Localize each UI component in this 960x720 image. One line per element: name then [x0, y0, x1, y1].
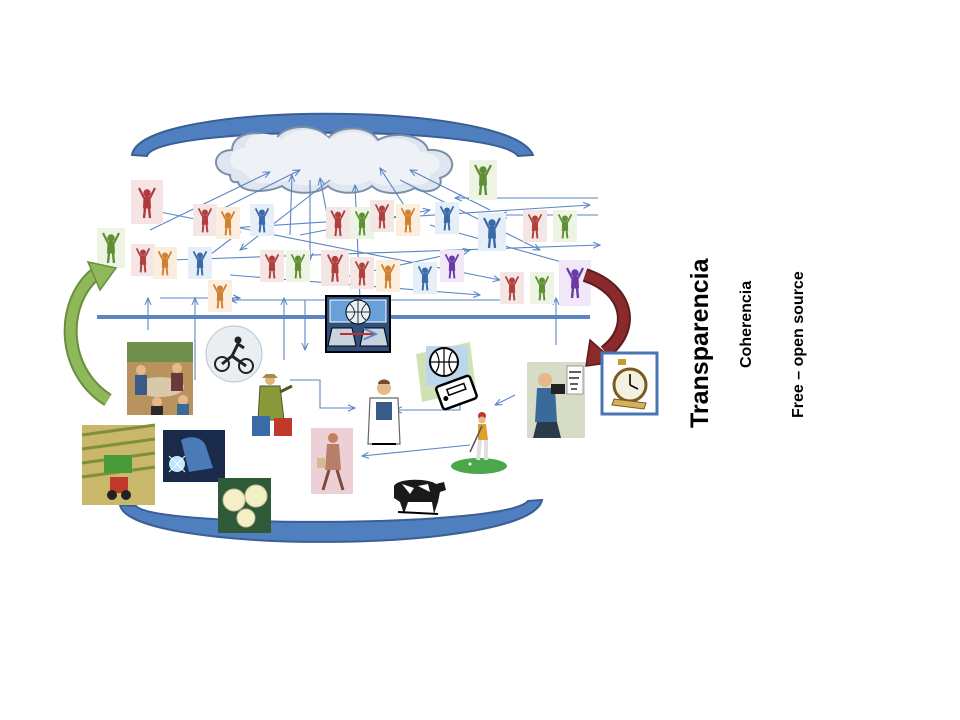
eye-doctor-icon: [527, 362, 585, 438]
cheering-person-icon: [413, 262, 437, 294]
cheering-person-icon: [396, 204, 420, 236]
cheering-person-icon: [97, 228, 125, 268]
label-free-open-source: Free – open source: [790, 271, 807, 418]
cheering-person-icon: [153, 247, 177, 279]
cheering-person-icon: [376, 260, 400, 292]
stopwatch-icon: [600, 351, 659, 416]
cheering-person-icon: [559, 260, 591, 306]
roses-icon: [218, 478, 271, 533]
cheering-person-icon: [321, 250, 349, 286]
cheering-person-icon: [370, 200, 394, 232]
doctor-icon: [367, 379, 401, 445]
cheering-person-icon: [478, 213, 506, 251]
cheering-person-icon: [260, 250, 284, 282]
cheering-person-icon: [216, 207, 240, 239]
golfer-icon: [451, 412, 507, 474]
cloud-icon: [215, 126, 454, 194]
cheering-person-icon: [500, 272, 524, 304]
cheering-person-icon: [131, 244, 155, 276]
woman-walking-icon: [311, 428, 353, 494]
flow-arrows: [148, 298, 556, 456]
cheering-person-icon: [530, 272, 554, 304]
cheering-person-icon: [188, 247, 212, 279]
cheering-person-icon: [440, 250, 464, 282]
welder-icon: [163, 430, 225, 482]
cheering-people-group: [97, 160, 591, 312]
green-curved-arrow: [63, 260, 118, 406]
farm-harvest-icon: [81, 423, 156, 505]
cheering-person-icon: [435, 202, 459, 234]
cheering-person-icon: [193, 204, 217, 236]
cheering-person-icon: [131, 180, 163, 224]
label-transparencia: Transparencia: [686, 258, 714, 428]
world-traveler-icon: [252, 374, 293, 436]
cheering-person-icon: [553, 210, 577, 242]
network-computers-icon: [325, 295, 391, 353]
top-band: [130, 112, 535, 158]
cow-icon: [394, 479, 446, 515]
cheering-person-icon: [286, 250, 310, 282]
cheering-person-icon: [350, 257, 374, 289]
globe-radio-icon: [416, 342, 478, 411]
cheering-person-icon: [326, 207, 350, 239]
bottom-band: [118, 498, 544, 543]
cheering-person-icon: [208, 280, 232, 312]
cheering-person-icon: [250, 204, 274, 236]
cheering-person-icon: [523, 210, 547, 242]
business-meeting-icon: [127, 342, 193, 415]
cheering-person-icon: [469, 160, 497, 200]
cyclist-icon: [205, 325, 263, 383]
label-coherencia: Coherencia: [738, 280, 755, 368]
